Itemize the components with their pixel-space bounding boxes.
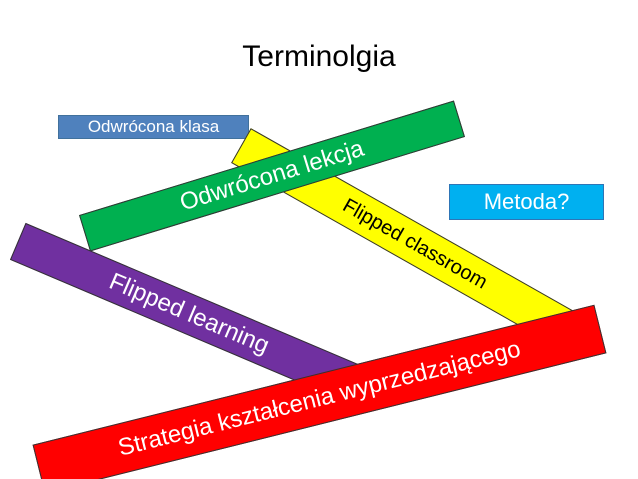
metoda-label: Metoda? — [483, 189, 570, 214]
slide-title: Terminolgia — [242, 40, 396, 73]
odwrocona-klasa-label: Odwrócona klasa — [87, 117, 220, 136]
metoda-box: Metoda? — [449, 184, 604, 220]
flipped-learning-label: Flipped learning — [105, 267, 274, 360]
strategia-band: Strategia kształcenia wyprzedzającego — [32, 304, 607, 479]
odwrocona-klasa-box: Odwrócona klasa — [58, 115, 249, 139]
